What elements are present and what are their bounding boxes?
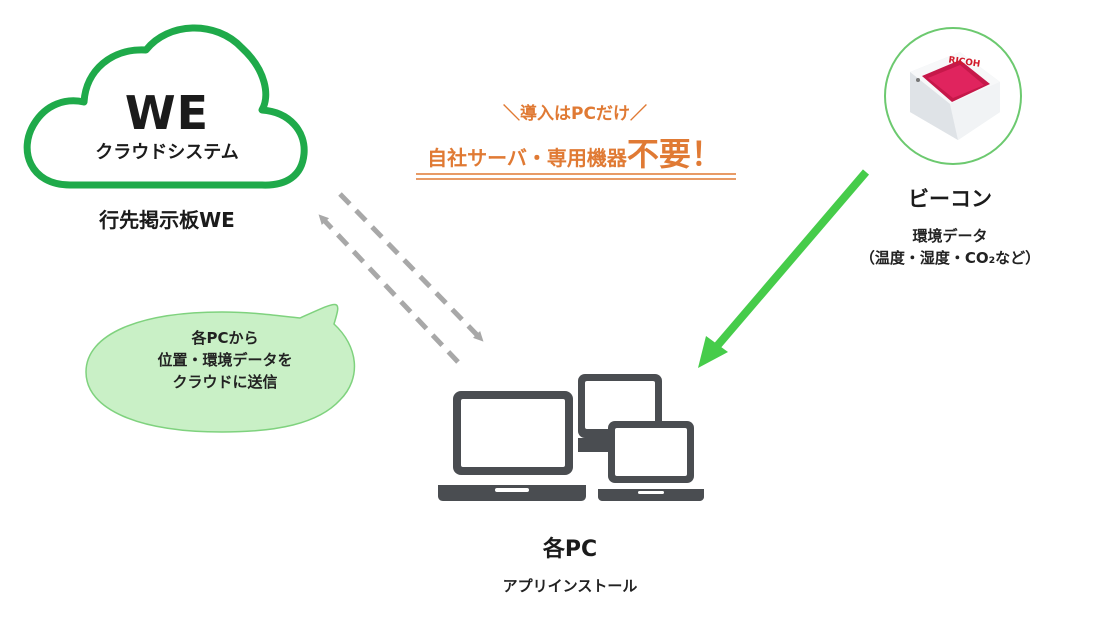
cloud-subtitle: クラウドシステム [52, 141, 282, 165]
pc-label: 各PC [480, 536, 660, 564]
beacon-label: ビーコン [880, 186, 1020, 212]
cloud-title: WE [52, 88, 282, 138]
cloud-to-pc-arrow [340, 194, 480, 338]
pc-sublabel: アプリインストール [470, 576, 670, 596]
pc-devices-icon [438, 374, 704, 501]
cloud-service-label: 行先掲示板WE [52, 207, 282, 233]
beacon-data-label: 環境データ [840, 226, 1060, 246]
beacon-data-examples: （温度・湿度・CO₂など） [840, 248, 1060, 268]
speech-bubble-line-2: 位置・環境データを [95, 349, 355, 371]
speech-bubble-line-3: クラウドに送信 [95, 371, 355, 393]
promo-headline-emphasis: 不要！ [627, 135, 723, 173]
speech-bubble-text: 各PCから 位置・環境データを クラウドに送信 [95, 327, 355, 393]
promo-headline: 自社サーバ・専用機器不要！ [405, 136, 745, 176]
promo-headline-main: 自社サーバ・専用機器 [427, 146, 627, 170]
promo-tagline: ＼導入はPCだけ／ [410, 103, 740, 125]
speech-bubble-line-1: 各PCから [95, 327, 355, 349]
